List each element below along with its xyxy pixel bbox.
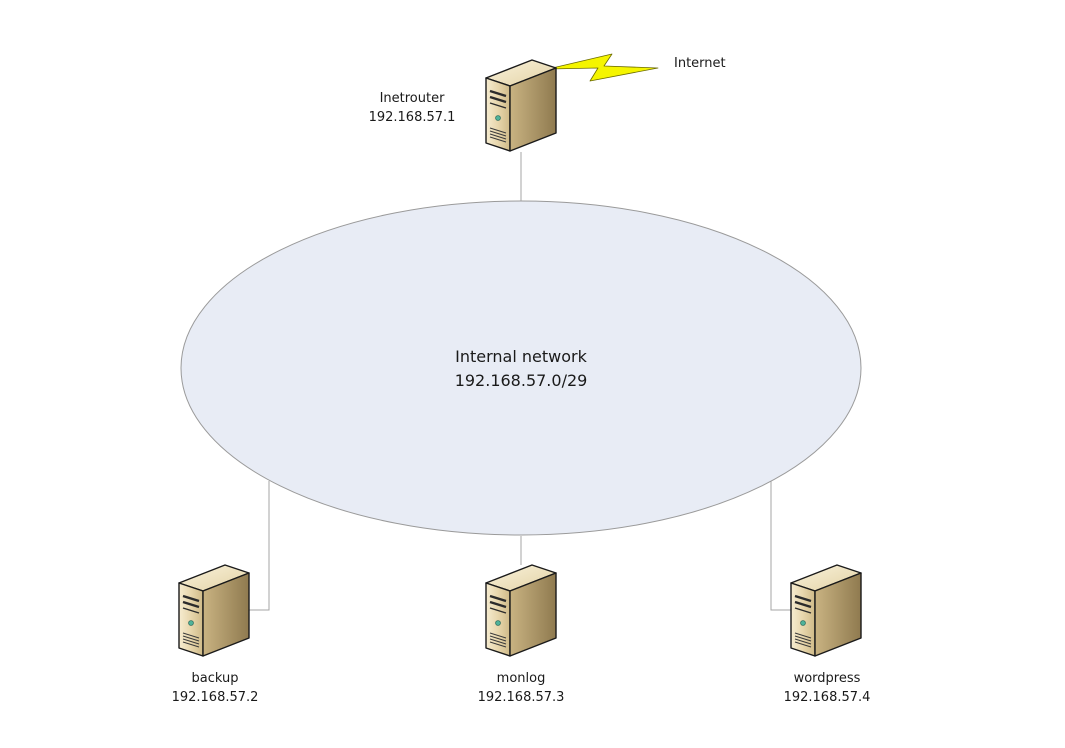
- server-icon: [484, 58, 558, 153]
- link-backup: [248, 481, 270, 611]
- network-subnet: 192.168.57.0/29: [455, 371, 588, 390]
- server-icon: [484, 563, 558, 658]
- server-icon: [177, 563, 251, 658]
- server-monlog: monlog 192.168.57.3: [478, 563, 565, 705]
- server-icon: [789, 563, 863, 658]
- server-ip: 192.168.57.3: [478, 690, 565, 705]
- server-name: Inetrouter: [380, 91, 446, 106]
- internet-label: Internet: [674, 56, 726, 71]
- connection-lines: [248, 152, 792, 611]
- server-name: monlog: [497, 671, 546, 686]
- lightning-icon: [547, 53, 659, 82]
- server-ip: 192.168.57.2: [172, 690, 259, 705]
- server-ip: 192.168.57.4: [784, 690, 871, 705]
- internal-network-ellipse: [180, 200, 862, 536]
- server-name: wordpress: [794, 671, 861, 686]
- network-name: Internal network: [455, 347, 587, 366]
- link-wordpress: [770, 481, 792, 611]
- server-wordpress: wordpress 192.168.57.4: [784, 563, 871, 705]
- server-ip: 192.168.57.1: [369, 110, 456, 125]
- server-name: backup: [192, 671, 239, 686]
- server-inetrouter: Inetrouter 192.168.57.1: [369, 58, 558, 153]
- server-backup: backup 192.168.57.2: [172, 563, 259, 705]
